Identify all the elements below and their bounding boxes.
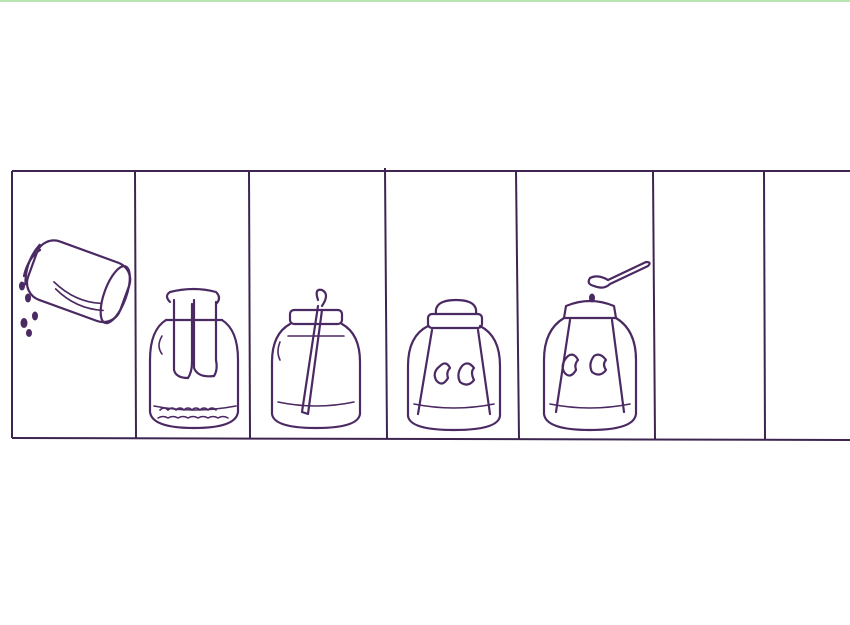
jar-with-seeds-watering-spoon-icon bbox=[544, 262, 650, 430]
jar-with-seeds-icon bbox=[408, 300, 500, 430]
jar-with-stirring-rod-icon bbox=[272, 290, 360, 428]
jar-with-blotting-paper-icon bbox=[150, 289, 238, 428]
pouring-jar-icon bbox=[18, 234, 136, 336]
panel-frame bbox=[12, 168, 850, 440]
